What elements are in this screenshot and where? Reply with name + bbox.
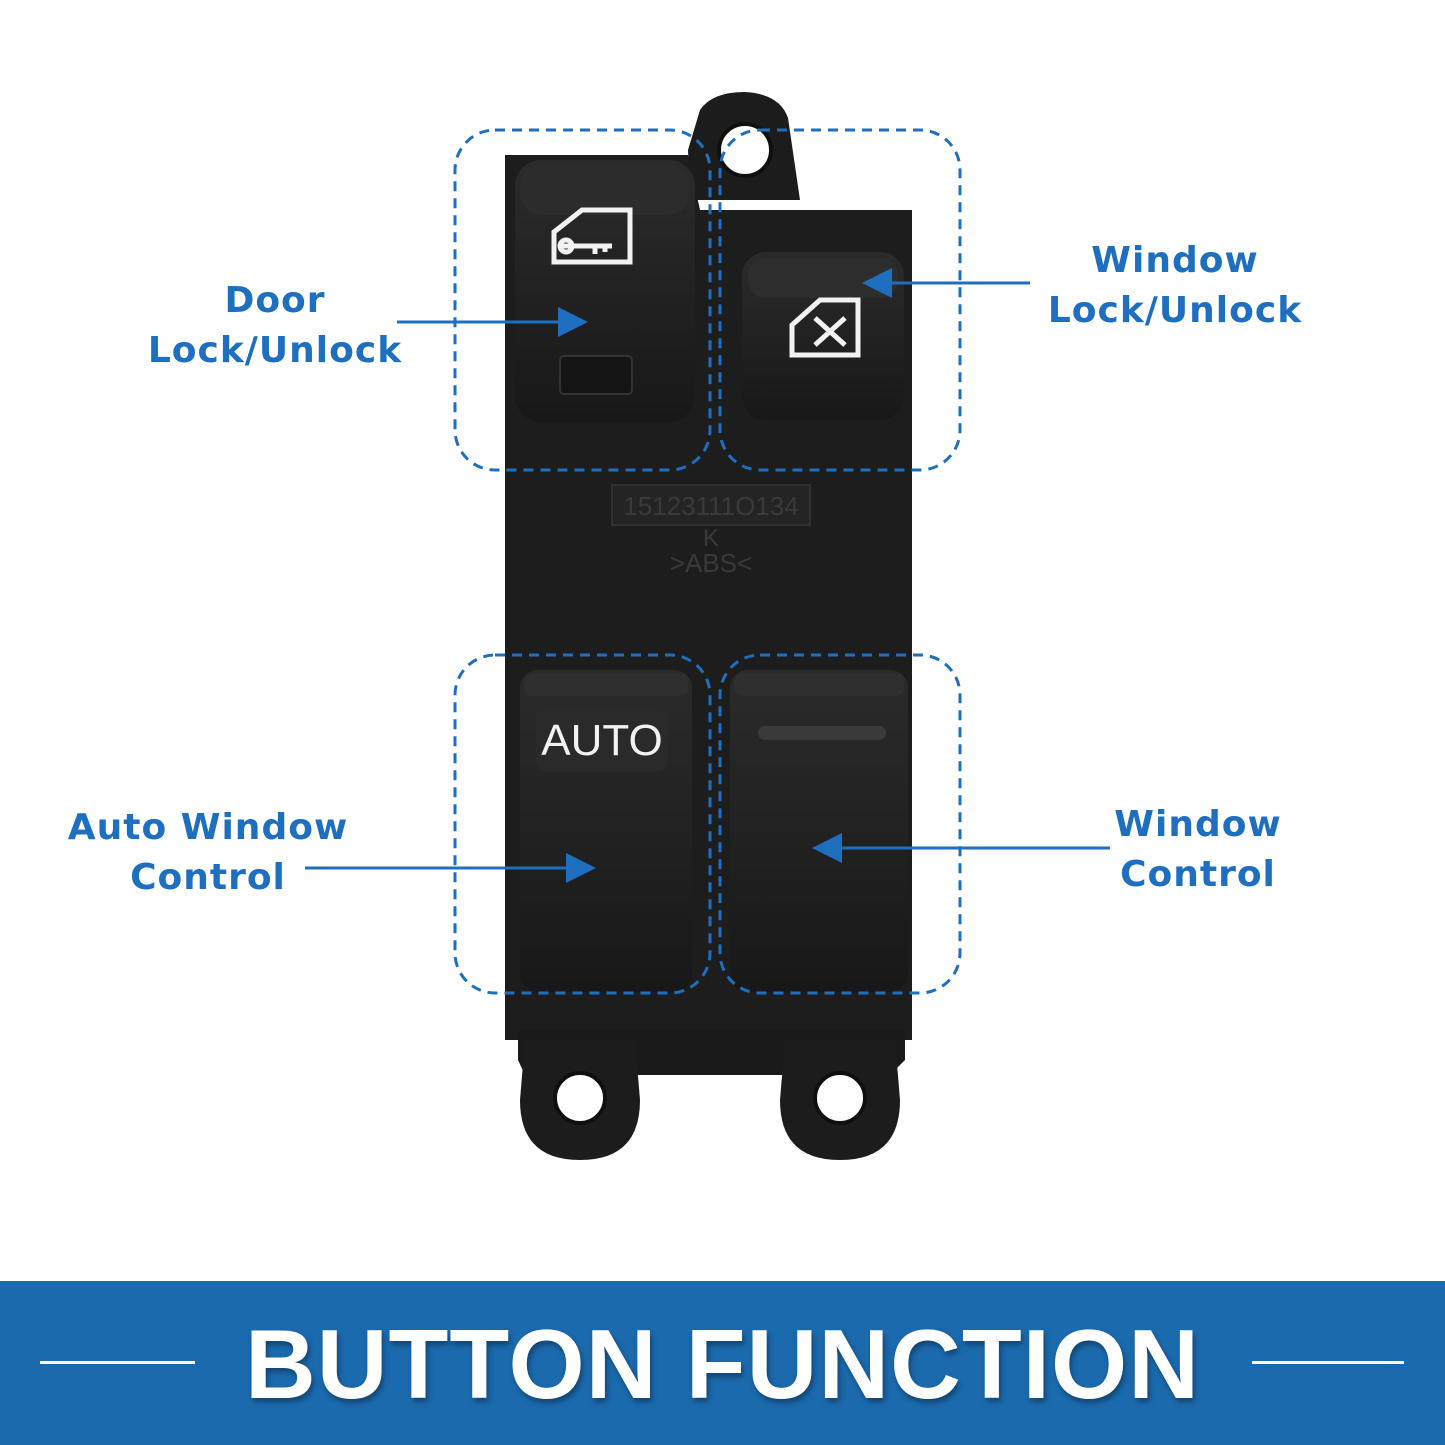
label-auto-window: Auto Window Control [60,803,356,903]
door-lock-button[interactable] [515,160,695,422]
mark-k-text: K [703,525,719,552]
label-auto-window-line2: Control [130,857,286,898]
banner-line-right [1252,1361,1404,1364]
title-banner: BUTTON FUNCTION [0,1281,1445,1445]
banner-line-left [40,1361,195,1364]
part-number-text: 15123111O134 [623,491,798,521]
label-door-lock-line2: Lock/Unlock [147,330,403,371]
window-lock-x-icon [789,297,861,358]
highlight-regions [453,128,962,995]
window-lock-button[interactable] [742,252,904,420]
label-window-lock: Window Lock/Unlock [1040,236,1310,336]
banner-title: BUTTON FUNCTION [245,1309,1200,1419]
label-window-lock-line1: Window [1091,240,1259,281]
door-key-icon [551,207,633,265]
label-window-control-line1: Window [1114,804,1282,845]
label-door-lock: Door Lock/Unlock [140,276,410,376]
callout-arrows [305,268,1110,883]
label-auto-window-line1: Auto Window [67,807,349,848]
material-text: >ABS< [670,548,752,578]
highlight-door-lock [453,128,712,472]
label-window-control-line2: Control [1120,854,1276,895]
label-window-control: Window Control [1090,800,1306,900]
auto-button-label: AUTO [541,716,662,765]
highlight-auto-window [453,653,712,995]
label-door-lock-line1: Door [224,280,326,321]
window-control-button[interactable] [730,670,908,992]
auto-window-button[interactable] [520,670,692,992]
label-window-lock-line2: Lock/Unlock [1047,290,1303,331]
